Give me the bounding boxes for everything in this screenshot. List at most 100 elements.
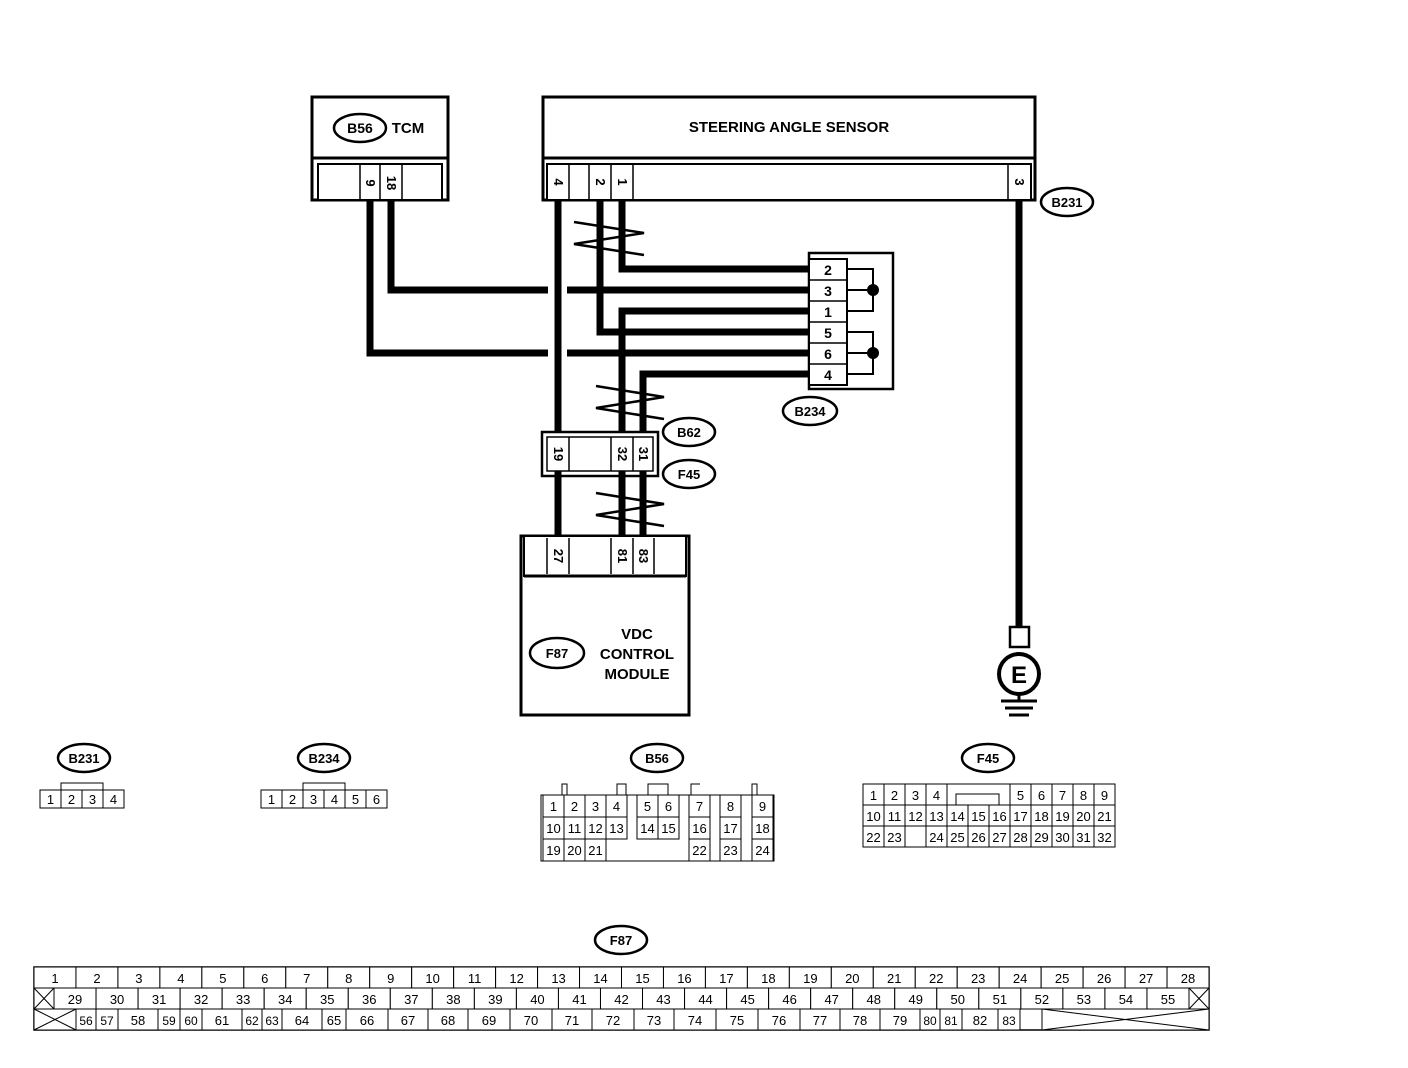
wire-sas1-b234-2	[618, 200, 811, 273]
vdc-label-line1: VDC	[621, 626, 653, 643]
sas-pin-2: 2	[593, 178, 608, 185]
f45-code: F45	[678, 467, 700, 482]
f45-view-cell	[1093, 825, 1116, 848]
f87-view-pin-71: 71	[565, 1013, 579, 1028]
tcm-pin-9: 9	[363, 179, 378, 186]
f45-view-pin-31: 31	[1076, 830, 1090, 845]
f87-view-pin-12: 12	[509, 971, 523, 986]
b56-view-pin-8: 8	[727, 799, 734, 814]
f87-view-pin-75: 75	[730, 1013, 744, 1028]
b56-view-pin-17: 17	[723, 821, 737, 836]
f87-view-pin-30: 30	[110, 992, 124, 1007]
f87-view-pin-14: 14	[593, 971, 607, 986]
b56-view-cell	[584, 838, 607, 862]
f45-view-pin-15: 15	[971, 809, 985, 824]
b56-view-pin-12: 12	[588, 821, 602, 836]
b56-view-pin-24: 24	[755, 843, 769, 858]
b56-view-pin-20: 20	[567, 843, 581, 858]
tcm-connector-code-oval	[332, 112, 388, 144]
b231-view-cell	[102, 789, 125, 809]
wire-b234-4-vdc83	[639, 370, 811, 540]
b234-view-pin-5: 5	[352, 792, 359, 807]
sas-pin-3: 3	[1012, 178, 1027, 185]
f87-view-pin-79: 79	[893, 1013, 907, 1028]
f87-view-pin-19: 19	[803, 971, 817, 986]
f87-view-pin-76: 76	[772, 1013, 786, 1028]
f87-view-pin-39: 39	[488, 992, 502, 1007]
b56-view-pin-3: 3	[592, 799, 599, 814]
f87-view-pin-20: 20	[845, 971, 859, 986]
f45-view-pin-26: 26	[971, 830, 985, 845]
b56-view-pin-10: 10	[546, 821, 560, 836]
f87-view-cross	[1188, 987, 1210, 1010]
f87-view-pin-73: 73	[647, 1013, 661, 1028]
b234-pin-5: 5	[824, 325, 832, 341]
f45-view-pin-29: 29	[1034, 830, 1048, 845]
b62-pin-19: 19	[551, 447, 566, 461]
f87-view-pin-67: 67	[401, 1013, 415, 1028]
b231-view-pin-1: 1	[47, 792, 54, 807]
f45-view-pin-22: 22	[866, 830, 880, 845]
f87-view-pin-57: 57	[100, 1014, 114, 1028]
f87-view-pin-68: 68	[441, 1013, 455, 1028]
b231-code: B231	[1051, 195, 1082, 210]
f87-view-code-oval	[593, 924, 649, 956]
f87-view-pin-5: 5	[219, 971, 226, 986]
f87-code: F87	[546, 646, 568, 661]
f45-view-pin-32: 32	[1097, 830, 1111, 845]
f87-view-pin-47: 47	[824, 992, 838, 1007]
f87-view-pin-70: 70	[524, 1013, 538, 1028]
f45-view-pin-25: 25	[950, 830, 964, 845]
b56-view-cell	[688, 838, 711, 862]
f45-view-pin-23: 23	[887, 830, 901, 845]
f87-view-pin-29: 29	[68, 992, 82, 1007]
f87-view-pin-83: 83	[1002, 1014, 1016, 1028]
f87-view-pin-17: 17	[719, 971, 733, 986]
wire-tcm9-b234-6	[366, 200, 548, 357]
f87-view-pin-52: 52	[1035, 992, 1049, 1007]
f87-view-pin-50: 50	[951, 992, 965, 1007]
twisted-pair-markers	[573, 220, 665, 528]
b56-view-pin-7: 7	[696, 799, 703, 814]
b234-joint-connector: 2 3 1 5 6 4 B234	[781, 251, 895, 427]
f87-view-pin-2: 2	[93, 971, 100, 986]
b56-view-code-oval	[629, 742, 685, 774]
f87-view-pin-38: 38	[446, 992, 460, 1007]
f87-view-pin-48: 48	[866, 992, 880, 1007]
f45-view-pin-14: 14	[950, 809, 964, 824]
f87-view-pin-6: 6	[261, 971, 268, 986]
tcm-connector-code: B56	[347, 120, 373, 136]
wire-sas2-b234-5	[596, 200, 811, 336]
f45-view-pin-4: 4	[933, 788, 940, 803]
b56-view-pin-18: 18	[755, 821, 769, 836]
b62-pin-32: 32	[615, 447, 630, 461]
tcm-pin-18: 18	[384, 176, 399, 190]
steering-angle-sensor-label: STEERING ANGLE SENSOR	[689, 119, 889, 136]
f87-view-cell	[997, 1008, 1021, 1031]
f87-view-pin-15: 15	[635, 971, 649, 986]
ground-symbol: E	[997, 625, 1041, 717]
b234-pin-1: 1	[824, 304, 832, 320]
vdc-pin-81: 81	[615, 549, 630, 563]
f45-code-oval	[661, 458, 717, 490]
steering-angle-sensor: STEERING ANGLE SENSOR 4 2 1 3 B231	[541, 95, 1095, 218]
b231-view-code-oval	[56, 742, 112, 774]
f87-code-oval	[528, 636, 586, 670]
vdc-pin-27: 27	[551, 549, 566, 563]
tcm-unit: B56 TCM 9 18	[310, 95, 450, 202]
f45-view-pin-30: 30	[1055, 830, 1069, 845]
b234-view-pin-2: 2	[289, 792, 296, 807]
sas-pin-4: 4	[551, 178, 566, 186]
f87-view-pin-41: 41	[572, 992, 586, 1007]
f87-view-pin-63: 63	[265, 1014, 279, 1028]
f87-view-pin-55: 55	[1161, 992, 1175, 1007]
f87-view-pin-13: 13	[551, 971, 565, 986]
b56-view-pin-1: 1	[550, 799, 557, 814]
f45-view-pin-19: 19	[1055, 809, 1069, 824]
f87-view-pin-66: 66	[360, 1013, 374, 1028]
b56-view-pin-19: 19	[546, 843, 560, 858]
b56-view-pin-6: 6	[665, 799, 672, 814]
f87-view-pin-11: 11	[468, 971, 482, 986]
